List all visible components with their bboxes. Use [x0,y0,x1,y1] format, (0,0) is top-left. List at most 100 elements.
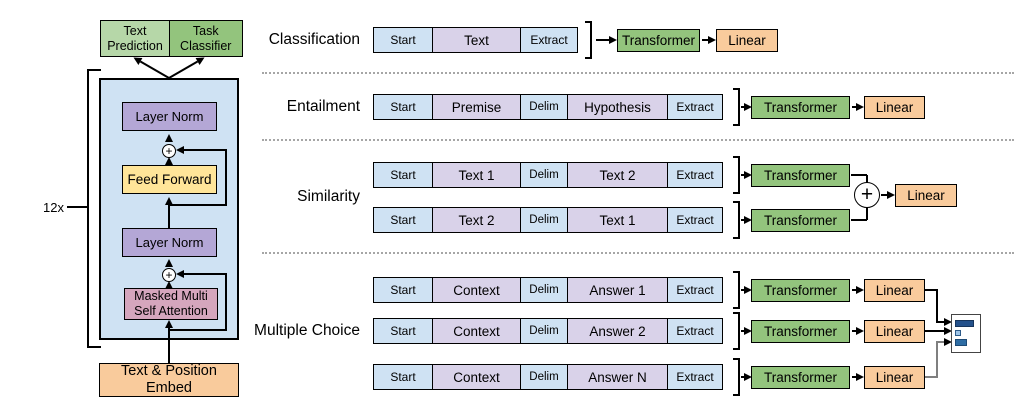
choice-arrowhead-1 [944,317,952,326]
token-premise: Premise [431,94,522,120]
token-delim: Delim [520,364,568,390]
masked-attention-box: Masked Multi Self Attention [124,288,218,320]
token-answer2: Answer 2 [566,318,669,344]
choice-connector-1v [936,289,938,322]
probability-bar-2 [955,330,961,336]
flow-arrow [741,372,752,381]
section-separator [262,139,1014,141]
token-extract: Extract [520,27,578,53]
attention-to-sum-arrowhead [164,281,173,289]
multiple-choice-label: Multiple Choice [254,322,360,339]
linear-box: Linear [864,319,925,343]
choice-connector-3v [936,342,938,377]
token-delim: Delim [520,318,568,344]
token-delim: Delim [520,277,568,303]
transformer-box: Transformer [617,28,700,52]
similarity-input-strip-1: Start Text 1 Delim Text 2 Extract [373,162,723,188]
embed-box: Text & Position Embed [99,363,239,397]
token-start: Start [373,207,433,233]
probability-bar-1 [955,320,974,327]
multiple-choice-input-strip-1: Start Context Delim Answer 1 Extract [373,277,723,303]
token-text1: Text 1 [566,207,669,233]
similarity-label: Similarity [297,188,360,205]
extract-bracket [733,156,740,194]
residual-ff-arrowhead [176,146,184,154]
token-extract: Extract [667,277,723,303]
linear-box: Linear [864,365,925,389]
token-text2: Text 2 [566,162,669,188]
residual-attn-return-line [184,273,227,275]
residual-attn-arrowhead [176,270,184,278]
linear-box: Linear [864,95,925,119]
layernorm-to-ff-line [168,204,170,228]
extract-bracket [733,201,740,239]
sum-join-line-bottom-v [866,207,868,220]
transformer-box: Transformer [751,278,850,302]
flow-arrow [741,285,752,294]
token-start: Start [373,162,433,188]
flow-arrow [596,35,617,44]
residual-attn-branch-line [169,329,227,331]
sum-circle: + [854,182,880,208]
extract-bracket [733,358,740,396]
multiple-choice-input-strip-3: Start Context Delim Answer N Extract [373,364,723,390]
extract-bracket [733,312,740,350]
residual-attn-up-line [225,274,227,331]
entailment-input-strip: Start Premise Delim Hypothesis Extract [373,94,723,120]
flow-arrow [852,102,864,111]
token-text: Text [431,27,522,53]
choice-connector-1 [925,289,938,291]
token-start: Start [373,277,433,303]
extract-bracket [585,21,592,59]
residual-ff-return-line [184,149,227,151]
sum-to-layernorm-arrowhead [164,259,173,267]
token-answer1: Answer 1 [566,277,669,303]
token-text2: Text 2 [431,207,522,233]
sum-to-layernorm-top-arrowhead [164,134,173,142]
probability-bar-3 [955,339,967,346]
token-start: Start [373,364,433,390]
layernorm-to-ff-arrowhead [164,197,173,205]
section-separator [262,252,1014,254]
transformer-box: Transformer [751,208,850,232]
similarity-input-strip-2: Start Text 2 Delim Text 1 Extract [373,207,723,233]
token-delim: Delim [520,207,568,233]
extract-bracket [733,271,740,309]
linear-box: Linear [895,183,957,207]
choice-connector-3 [925,376,938,378]
token-text1: Text 1 [431,162,522,188]
token-delim: Delim [520,94,568,120]
ff-to-sum-arrowhead [164,157,173,165]
token-delim: Delim [520,162,568,188]
sum-join-line-top [851,174,867,176]
residual-sum-icon-top: + [162,144,176,158]
section-separator [262,72,1014,74]
transformer-box: Transformer [751,163,850,187]
task-classifier-box: Task Classifier [168,20,243,57]
choice-arrowhead-3 [944,337,952,346]
residual-ff-up-line [225,150,227,206]
layer-norm-bottom-box: Layer Norm [122,228,217,257]
embed-to-attention-line [168,327,170,363]
token-extract: Extract [667,318,723,344]
token-extract: Extract [667,207,723,233]
sum-join-line-bottom [851,219,867,221]
entailment-label: Entailment [286,98,360,115]
flow-arrow [881,190,895,199]
flow-arrow [741,102,752,111]
residual-sum-icon-bottom: + [162,268,176,282]
flow-arrow [702,35,716,44]
flow-arrow [741,326,752,335]
flow-arrow [741,215,752,224]
linear-box: Linear [716,28,778,52]
token-extract: Extract [667,94,723,120]
text-prediction-box: Text Prediction [100,20,170,57]
choice-connector-2 [925,330,944,332]
flow-arrow [741,170,752,179]
choice-connector-3h [936,341,944,343]
token-context: Context [431,364,522,390]
sum-join-line-top-v [866,175,868,183]
layer-norm-top-box: Layer Norm [122,102,217,131]
choice-arrowhead-2 [944,326,952,335]
